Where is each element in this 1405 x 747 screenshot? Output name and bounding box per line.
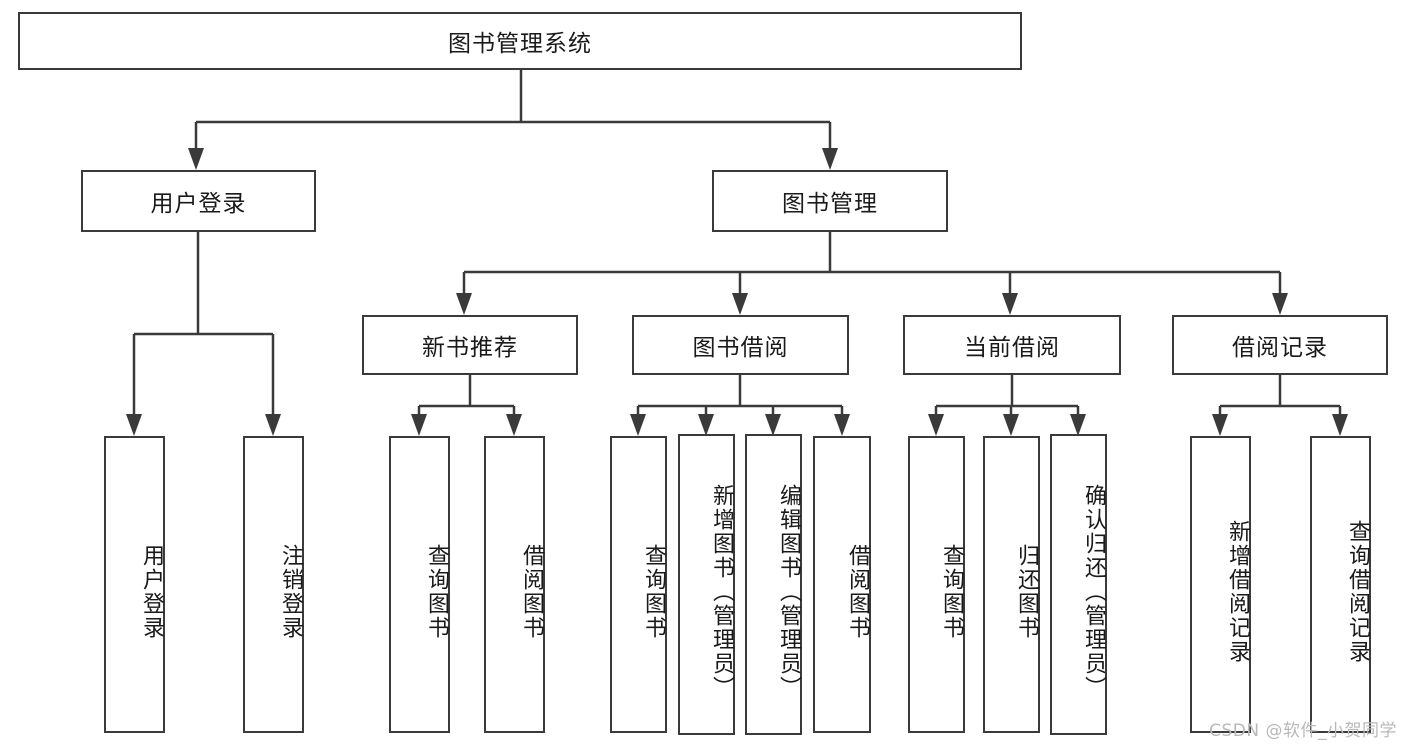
node-leaf-user-login[interactable]: 用户登录 [104,436,165,733]
node-leaf-query-record-label: 查询借阅记录 [1345,519,1370,664]
node-leaf-borrow-book-1[interactable]: 借阅图书 [484,436,545,733]
node-leaf-borrow-book-2-label: 借阅图书 [845,543,870,640]
node-root[interactable]: 图书管理系统 [18,12,1022,70]
node-leaf-query-book-3-label: 查询图书 [939,543,964,640]
node-leaf-edit-book[interactable]: 编辑图书（管理员） [745,434,802,735]
node-leaf-confirm-return-label: 确认归还（管理员） [1081,483,1106,700]
node-book-borrow[interactable]: 图书借阅 [632,315,849,375]
node-root-label: 图书管理系统 [448,31,592,57]
node-leaf-confirm-return[interactable]: 确认归还（管理员） [1050,434,1107,735]
node-leaf-add-book[interactable]: 新增图书（管理员） [678,434,735,735]
node-book-borrow-label: 图书借阅 [692,335,789,361]
node-leaf-add-book-label: 新增图书（管理员） [709,483,734,700]
watermark: CSDN @软件_小贺同学 [1209,721,1397,741]
node-leaf-edit-book-label: 编辑图书（管理员） [776,483,801,700]
node-leaf-return-book-label: 归还图书 [1014,543,1039,640]
node-leaf-logout[interactable]: 注销登录 [243,436,304,733]
node-current-borrow[interactable]: 当前借阅 [903,315,1121,375]
node-leaf-query-book-2[interactable]: 查询图书 [610,436,667,733]
node-leaf-user-login-label: 用户登录 [139,543,164,640]
node-new-book-rec-label: 新书推荐 [422,335,518,361]
node-book-manage-label: 图书管理 [782,191,878,217]
node-borrow-record[interactable]: 借阅记录 [1172,315,1388,375]
node-leaf-query-book-2-label: 查询图书 [641,543,666,640]
node-leaf-query-book-3[interactable]: 查询图书 [908,436,965,733]
node-new-book-rec[interactable]: 新书推荐 [362,315,578,375]
node-leaf-borrow-book-1-label: 借阅图书 [519,543,544,640]
node-leaf-query-book-1-label: 查询图书 [424,543,449,640]
node-user-login[interactable]: 用户登录 [81,170,316,232]
node-leaf-add-record-label: 新增借阅记录 [1225,519,1250,664]
node-leaf-borrow-book-2[interactable]: 借阅图书 [813,436,871,733]
node-current-borrow-label: 当前借阅 [964,335,1060,361]
node-user-login-label: 用户登录 [150,191,247,217]
node-leaf-logout-label: 注销登录 [278,543,303,640]
node-borrow-record-label: 借阅记录 [1232,335,1328,361]
node-book-manage[interactable]: 图书管理 [712,170,948,232]
node-leaf-return-book[interactable]: 归还图书 [983,436,1040,733]
node-leaf-add-record[interactable]: 新增借阅记录 [1190,436,1251,733]
node-leaf-query-book-1[interactable]: 查询图书 [389,436,450,733]
node-leaf-query-record[interactable]: 查询借阅记录 [1310,436,1371,733]
